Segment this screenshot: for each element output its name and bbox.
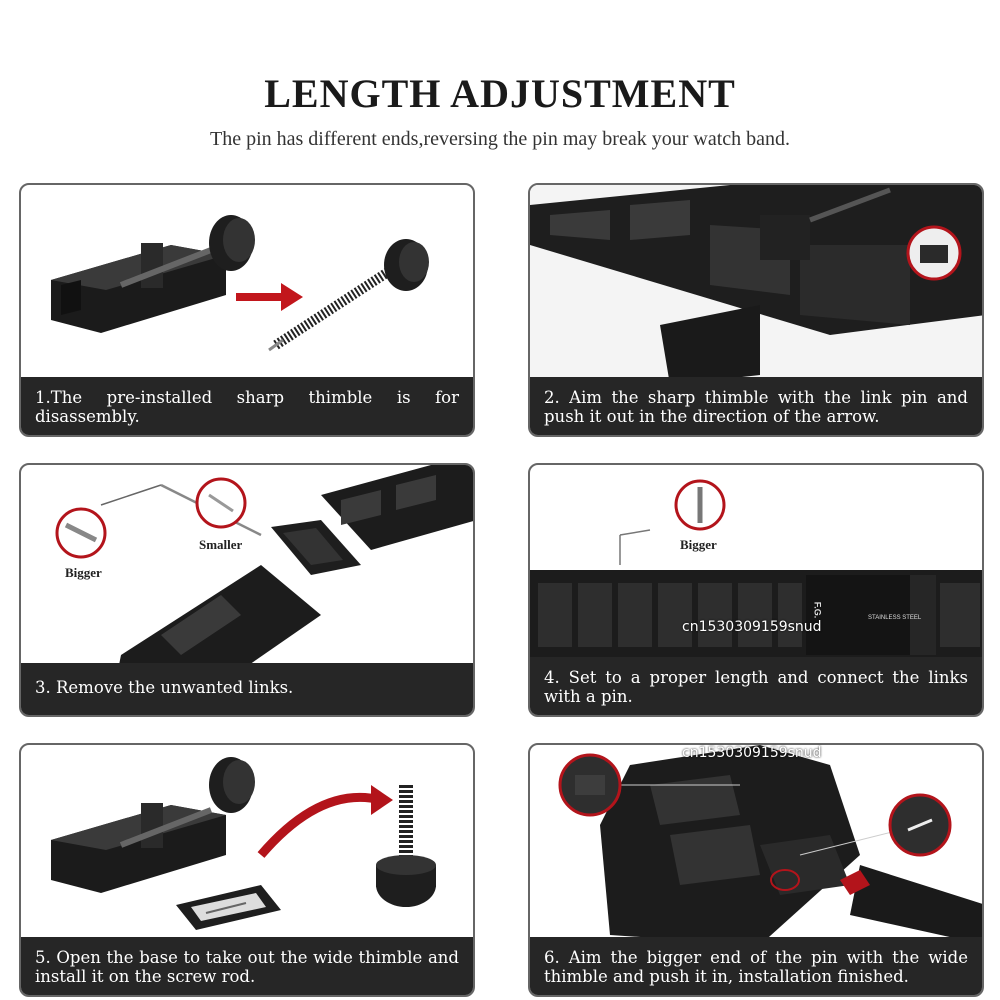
band-push-illustration bbox=[530, 185, 982, 385]
page-title: LENGTH ADJUSTMENT bbox=[264, 71, 736, 116]
step-panel-2: 2. Aim the sharp thimble with the link p… bbox=[528, 183, 984, 437]
pin-install-illustration bbox=[558, 745, 982, 945]
step-panel-4: Bigger F.G. STAINLESS STEEL 4. Set to a … bbox=[528, 463, 984, 717]
step-caption-1: 1.The pre-installed sharp thimble is for… bbox=[21, 377, 473, 435]
clasp-engraving: STAINLESS STEEL bbox=[868, 615, 922, 621]
step-caption-2: 2. Aim the sharp thimble with the link p… bbox=[530, 377, 982, 435]
step-caption-3: 3. Remove the unwanted links. bbox=[21, 663, 473, 715]
thimble-install-illustration bbox=[51, 757, 436, 930]
step-panel-3: Bigger Smaller 3. Remove the unwanted li… bbox=[19, 463, 475, 717]
step-panel-1: 1.The pre-installed sharp thimble is for… bbox=[19, 183, 475, 437]
bigger-label: Bigger bbox=[680, 537, 717, 552]
page-subtitle: The pin has different ends,reversing the… bbox=[210, 128, 790, 150]
step-panel-6: 6. Aim the bigger end of the pin with th… bbox=[528, 743, 984, 997]
brand-logo: F.G. bbox=[812, 601, 823, 619]
watermark: cn1530309159snud bbox=[682, 745, 822, 761]
bigger-label: Bigger bbox=[65, 565, 102, 580]
pin-tool-illustration bbox=[51, 215, 429, 352]
watermark: cn1530309159snud bbox=[682, 619, 822, 635]
connect-links-illustration bbox=[530, 479, 982, 660]
step-caption-5: 5. Open the base to take out the wide th… bbox=[21, 937, 473, 995]
step-caption-6: 6. Aim the bigger end of the pin with th… bbox=[530, 937, 982, 995]
step-panel-5: 5. Open the base to take out the wide th… bbox=[19, 743, 475, 997]
smaller-label: Smaller bbox=[199, 537, 243, 552]
step-caption-4: 4. Set to a proper length and connect th… bbox=[530, 657, 982, 715]
